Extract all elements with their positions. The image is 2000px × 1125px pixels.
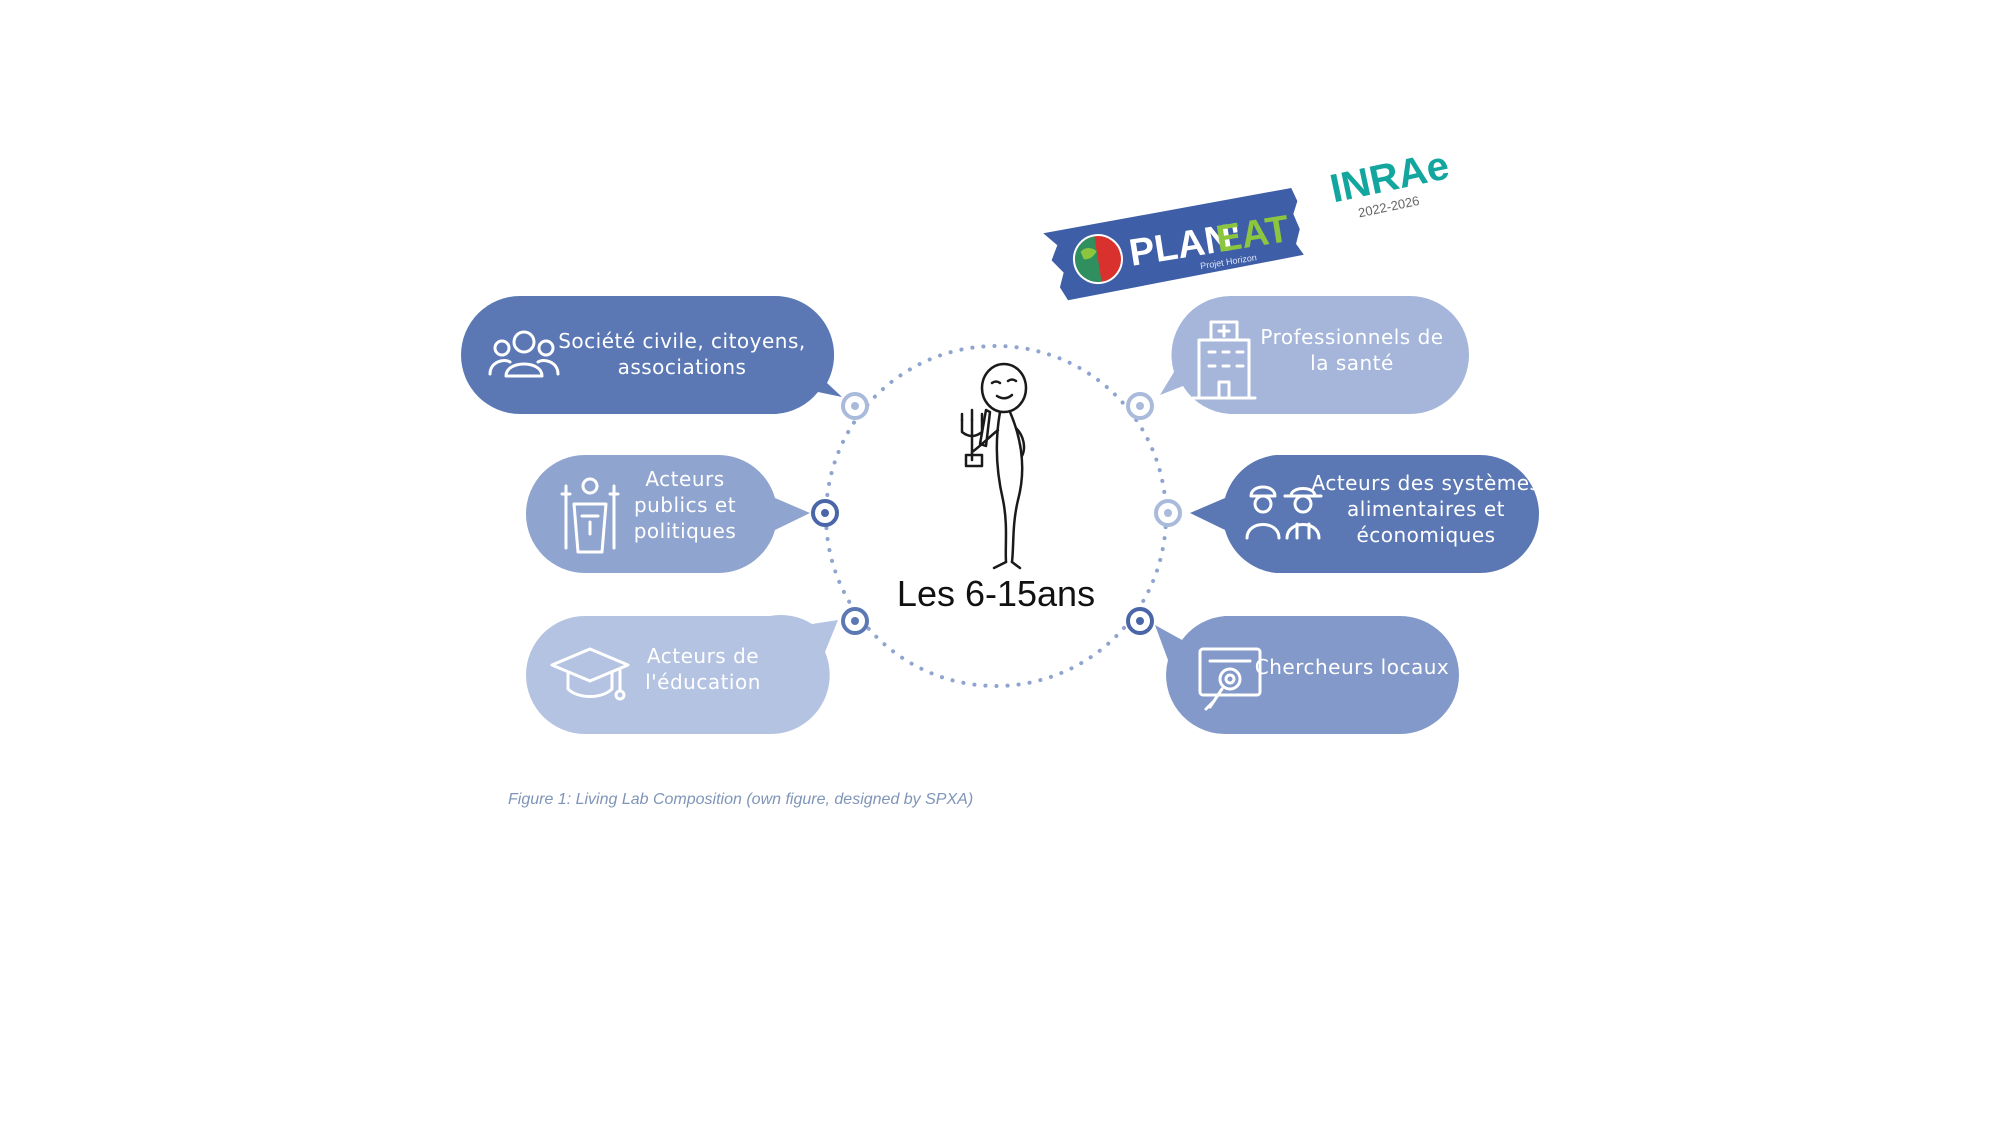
- systemes-alimentaires-line-2: alimentaires et: [1347, 497, 1505, 521]
- bubble-acteurs-publics: Acteurs publics et politiques: [526, 455, 810, 573]
- bubble-acteurs-education: Acteurs de l'éducation: [526, 615, 838, 735]
- chercheurs-locaux-line-1: Chercheurs locaux: [1255, 655, 1449, 679]
- connector-node-top-left: [841, 392, 869, 420]
- societe-civile-line-2: associations: [618, 355, 747, 379]
- planeat-logo: PLAN' EAT Projet Horizon: [1043, 187, 1304, 301]
- connector-node-bottom-right: [1126, 607, 1154, 635]
- professionnels-sante-line-1: Professionnels de: [1260, 325, 1443, 349]
- inrae-logo: INRAe 2022-2026: [1326, 143, 1453, 220]
- planeat-globe-icon: [1072, 234, 1123, 285]
- societe-civile-line-1: Société civile, citoyens,: [558, 329, 806, 353]
- research-certificate-icon: [1198, 647, 1262, 711]
- graduation-cap-icon: [550, 647, 630, 701]
- bubble-chercheurs-locaux: Chercheurs locaux: [1155, 616, 1459, 734]
- acteurs-education-line-1: Acteurs de: [647, 644, 759, 668]
- bubble-systemes-alimentaires: Acteurs des systèmes alimentaires et éco…: [1190, 455, 1540, 573]
- bubble-societe-civile: Société civile, citoyens, associations: [461, 296, 842, 414]
- podium-speaker-icon: [560, 477, 620, 554]
- professionnels-sante-line-2: la santé: [1310, 351, 1394, 375]
- acteurs-education-line-2: l'éducation: [645, 670, 761, 694]
- figure-caption: Figure 1: Living Lab Composition (own fi…: [508, 791, 973, 808]
- dotted-ring: [824, 344, 1168, 688]
- connector-node-mid-left: [811, 499, 839, 527]
- connector-node-mid-right: [1154, 499, 1182, 527]
- systemes-alimentaires-line-1: Acteurs des systèmes: [1312, 471, 1541, 495]
- connector-node-top-right: [1126, 392, 1154, 420]
- acteurs-publics-line-1: Acteurs: [645, 467, 724, 491]
- connector-node-bottom-left: [841, 607, 869, 635]
- workers-icon: [1245, 485, 1323, 540]
- acteurs-publics-line-3: politiques: [634, 519, 737, 543]
- hospital-building-icon: [1191, 320, 1257, 400]
- center-label: Les 6-15ans: [897, 573, 1095, 614]
- child-figure-drawing: [960, 362, 1028, 570]
- people-group-icon: [488, 330, 560, 378]
- bubble-professionnels-sante: Professionnels de la santé: [1160, 296, 1469, 414]
- acteurs-publics-line-2: publics et: [634, 493, 736, 517]
- systemes-alimentaires-line-3: économiques: [1356, 523, 1495, 547]
